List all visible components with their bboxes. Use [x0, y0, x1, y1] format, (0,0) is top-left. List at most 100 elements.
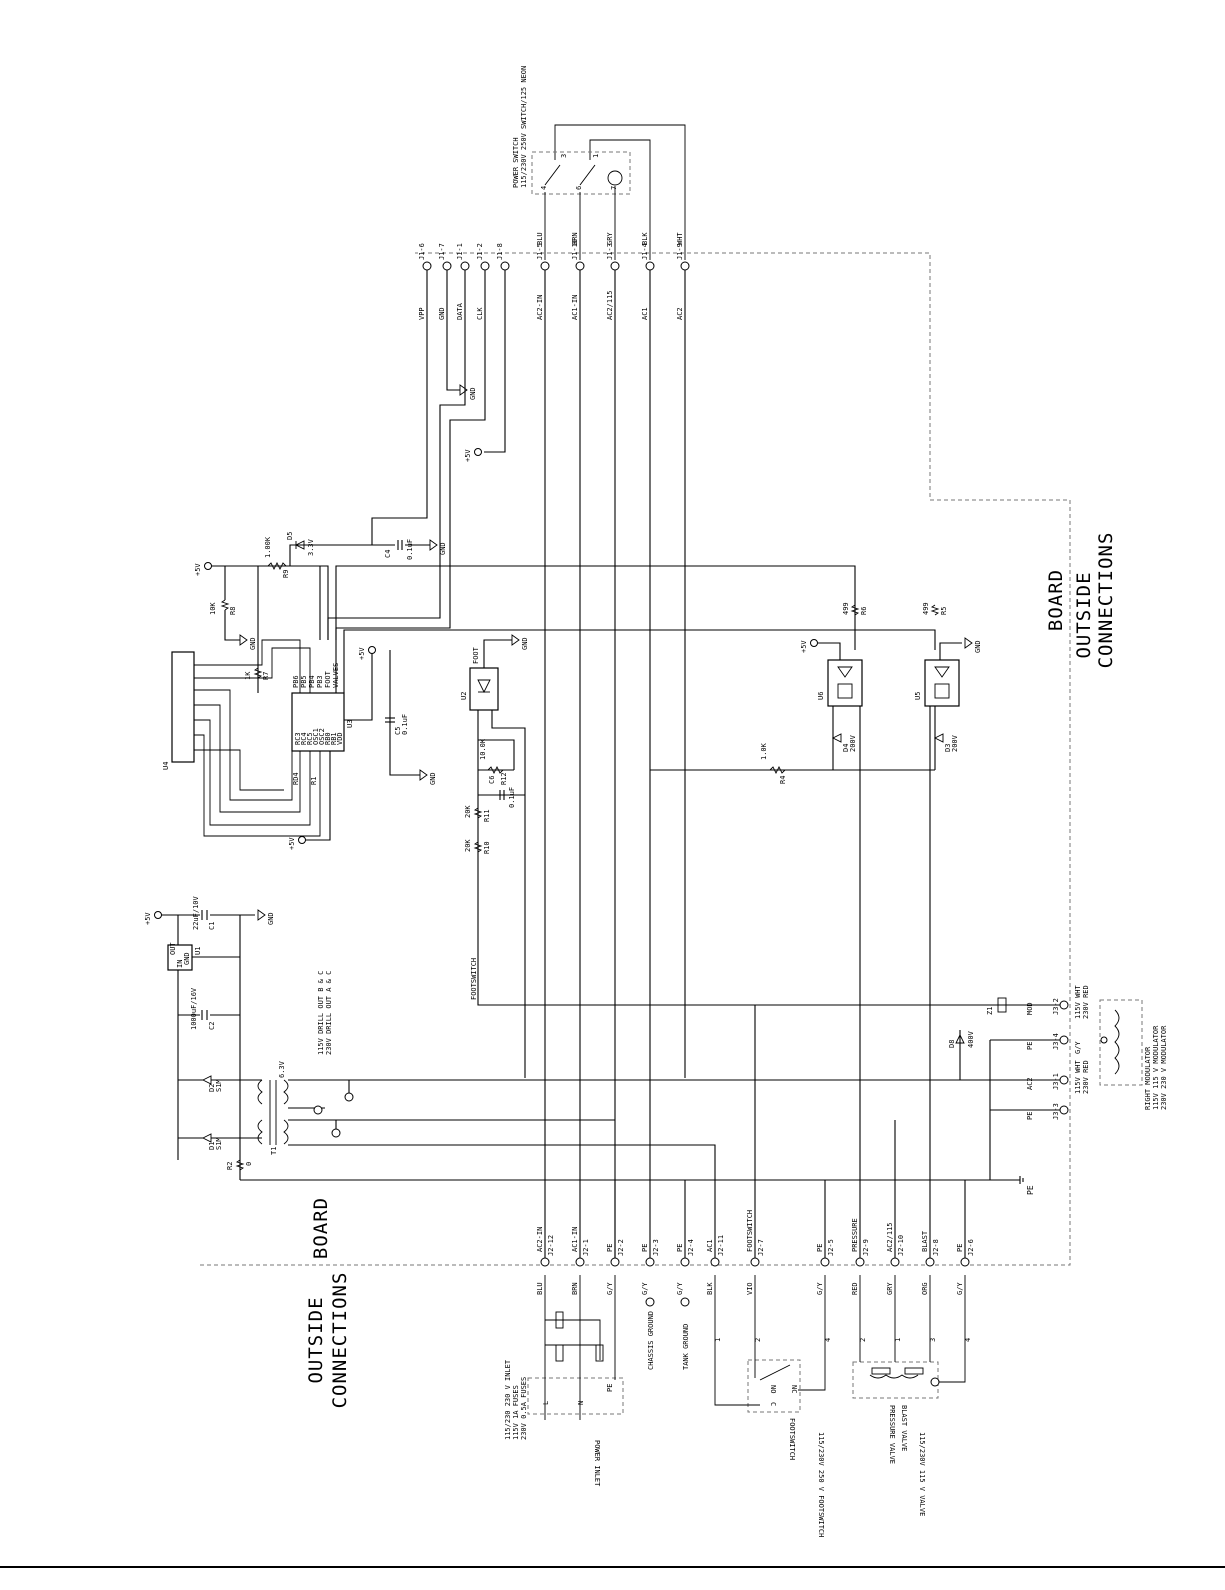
- c6-value: 0.1uF: [508, 787, 516, 808]
- u5-label: U5: [914, 692, 922, 700]
- j2-net-label: AC1-IN: [571, 1227, 579, 1252]
- u1-regulator: [167, 944, 193, 971]
- j2-pin-terminal: [710, 1257, 720, 1267]
- j2-wire-color: ORG: [921, 1282, 929, 1295]
- j1-net-label: VPP: [418, 307, 426, 320]
- j2-net-label: AC1: [706, 1239, 714, 1252]
- power-switch-rating: 115/230V 250V SWITCH/125 NEON: [520, 66, 528, 188]
- power-inlet-fuse-115: 115V 1A FUSES: [512, 1385, 520, 1440]
- r10-label: R10: [483, 841, 491, 854]
- j2-pin-label: J2-7: [757, 1239, 765, 1256]
- j2-wiring: [614, 1005, 966, 1258]
- j1-pin-label: J1-3: [606, 243, 614, 260]
- j2-wire-color: VIO: [746, 1282, 754, 1295]
- j3-pin-terminal: [1059, 1105, 1069, 1115]
- j2-pin-label: J2-1: [582, 1239, 590, 1256]
- u3-signal-label: PB4: [308, 675, 316, 688]
- valve-blast: BLAST VALVE: [900, 1405, 908, 1451]
- vcc-label: +5V: [144, 912, 152, 925]
- r2-value: 0: [245, 1162, 253, 1166]
- gnd-label: GND: [521, 637, 529, 650]
- j1-net-label: AC1: [641, 307, 649, 320]
- j1-wire-color: BLK: [641, 232, 649, 245]
- u3-pin-name: RC3: [294, 732, 302, 745]
- footswitch-rating: 115/230V 250 V FOOTSWITCH: [817, 1432, 825, 1537]
- vcc-symbol: [368, 646, 376, 654]
- r11-value: 20K: [464, 805, 472, 818]
- valve-drivers: U6 U5 499 R6 499 R5 D4 200V D3 200V 1.0K…: [650, 602, 962, 1258]
- j2-wire-color: BLU: [536, 1282, 544, 1295]
- j3-pin-label: J3-2: [1052, 998, 1060, 1015]
- valve-box: [852, 1361, 939, 1399]
- power-inlet-box: [527, 1377, 624, 1415]
- j2-net-label: PE: [816, 1244, 824, 1252]
- u1-gnd: GND: [183, 952, 191, 965]
- fs-pin-2: 2: [754, 1338, 762, 1342]
- c4-value: 0.1uF: [406, 539, 414, 560]
- switch-pin-6: 6: [575, 186, 583, 190]
- u1-out: OUT: [169, 942, 177, 955]
- j2-net-label: FOOTSWITCH: [746, 1210, 754, 1252]
- u6-label: U6: [817, 692, 825, 700]
- j2-net-label: PE: [641, 1244, 649, 1252]
- modulator-230: 230V 230 V MODULATOR: [1160, 1025, 1168, 1110]
- u1-label: U1: [194, 947, 202, 955]
- gnd-symbol: [964, 637, 973, 649]
- t1-label: T1: [270, 1147, 278, 1155]
- j1-pin-terminal: [575, 261, 585, 271]
- j2-wire-color: G/Y: [816, 1282, 824, 1295]
- pe-symbol-label: PE: [1026, 1185, 1035, 1195]
- j2-net-label: PRESSURE: [851, 1218, 859, 1252]
- j1-wire-color: WHT: [676, 232, 684, 245]
- r12-label: R12: [500, 772, 508, 785]
- j1-pin-terminal: [480, 261, 490, 271]
- controller-area: U4 U3 C5 0.1uF 1.00K R9: [162, 532, 936, 841]
- j2-net-label: PE: [606, 1244, 614, 1252]
- j2-pin-terminal: [680, 1257, 690, 1267]
- j2-wire-color: BLK: [706, 1282, 714, 1295]
- j2-net-label: AC2-IN: [536, 1227, 544, 1252]
- power-switch: POWER SWITCH 115/230V 250V SWITCH/125 NE…: [512, 66, 686, 260]
- vcc-symbol: [298, 836, 306, 844]
- j2-pin-label: J2-2: [617, 1239, 625, 1256]
- r8-value: 10K: [209, 602, 217, 615]
- r2-label: R2: [226, 1162, 234, 1170]
- j1-pin-label: J1-1: [456, 243, 464, 260]
- j2-wire-color: G/Y: [676, 1282, 684, 1295]
- j1-pin-label: J1-9: [676, 243, 684, 260]
- z1-label: Z1: [986, 1007, 994, 1015]
- j2-pin-label: J2-3: [652, 1239, 660, 1256]
- switch-pin-4: 4: [540, 186, 548, 190]
- tank-ground-label: TANK GROUND: [682, 1324, 690, 1370]
- j2-wire-color: G/Y: [606, 1282, 614, 1295]
- section-outside-right-1: OUTSIDE: [1073, 571, 1095, 658]
- j3-wire-label: 115V WHT: [1074, 1059, 1082, 1094]
- j3-wire-label: 115V WHT: [1074, 984, 1082, 1019]
- c2-label: C2: [208, 1022, 216, 1030]
- gnd-symbol: [511, 634, 520, 646]
- d5-value: 3.3V: [307, 538, 315, 556]
- j3-pin-terminal: [1059, 1035, 1069, 1045]
- outside-devices: L N PE POWER INLET 115/230 230 V INLET 1…: [504, 1275, 972, 1537]
- j2-connectors: J2-12AC2-INBLUJ2-1AC1-INBRNJ2-2PEG/YJ2-3…: [536, 1210, 975, 1295]
- section-outside-right-2: CONNECTIONS: [1095, 532, 1117, 669]
- u2-label: U2: [460, 692, 468, 700]
- valve-rating: 115/230V 115 V VALVE: [918, 1432, 926, 1516]
- vcc-label: +5V: [288, 837, 296, 850]
- fs-contact-nc: NC: [790, 1385, 798, 1393]
- c5-value: 0.1uF: [401, 714, 409, 735]
- power-inlet-rating: 115/230 230 V INLET: [504, 1359, 512, 1440]
- j3-net-label: AC2: [1026, 1077, 1034, 1090]
- j3-wire-label: G/Y: [1074, 1041, 1082, 1054]
- modulator-title: RIGHT MODULATOR: [1144, 1046, 1152, 1110]
- gnd-label: GND: [267, 912, 275, 925]
- power-switch-title: POWER SWITCH: [512, 137, 520, 188]
- gnd-label: GND: [974, 640, 982, 653]
- c2-value: 1000uF/16V: [190, 987, 198, 1030]
- j1-pin-terminal: [540, 261, 550, 271]
- j1-pin-terminal: [442, 261, 452, 271]
- j2-pin-label: J2-6: [967, 1239, 975, 1256]
- inlet-pin-l: L: [542, 1401, 550, 1405]
